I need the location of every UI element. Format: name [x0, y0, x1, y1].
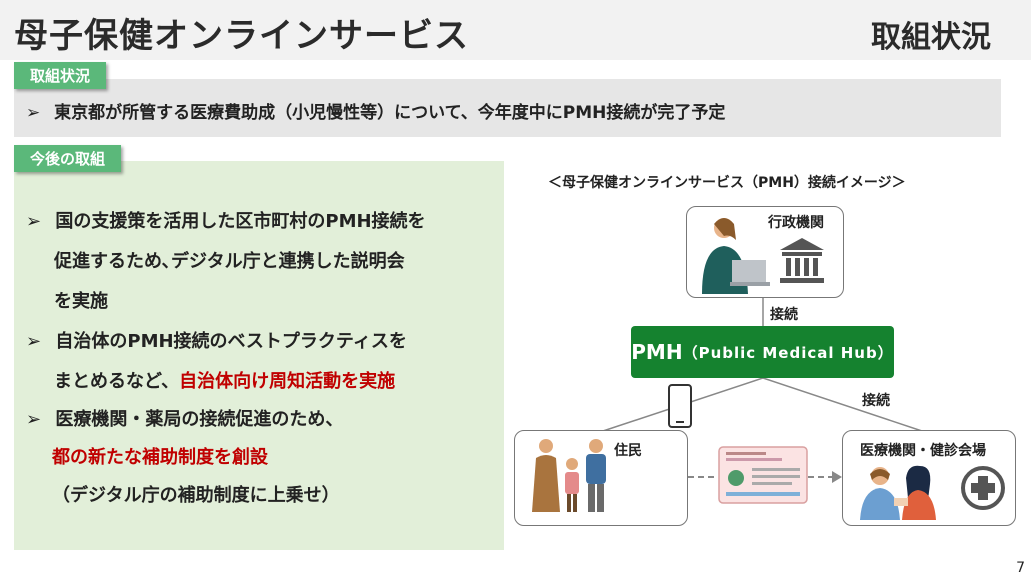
status-tag: 取組状況 — [14, 62, 107, 89]
smartphone-icon — [668, 384, 692, 428]
status-line: 東京都が所管する医療費助成（小児慢性等）について、今年度中にPMH接続が完了予定 — [54, 103, 726, 123]
government-building-icon — [780, 238, 824, 283]
future-item-2-line2: まとめるなど、自治体向け周知活動を実施 — [54, 362, 395, 402]
pmh-sub-label: （Public Medical Hub） — [682, 343, 894, 362]
family-icon — [532, 439, 606, 512]
diagram-title: ＜母子保健オンラインサービス（PMH）接続イメージ＞ — [548, 175, 906, 191]
person-with-laptop-icon — [702, 218, 770, 294]
connect-label-medical: 接続 — [862, 393, 890, 409]
future-item-2: ➢ 自治体のPMH接続のベストプラクティスを — [26, 322, 407, 362]
pmh-main-label: PMH — [631, 340, 683, 364]
future-item-3-highlight: 都の新たな補助制度を創設 — [52, 447, 268, 468]
future-item-2-highlight: 自治体向け周知活動を実施 — [179, 371, 396, 392]
future-item-1-line1: 国の支援策を活用した区市町村のPMH接続を — [55, 211, 426, 232]
admin-label: 行政機関 — [768, 215, 824, 231]
future-panel — [14, 161, 504, 550]
bullet-icon: ➢ — [26, 331, 42, 352]
medical-cross-icon — [961, 466, 1005, 510]
page-number: 7 — [1016, 560, 1025, 576]
resident-label: 住民 — [614, 443, 642, 459]
bullet-icon: ➢ — [26, 409, 42, 430]
my-number-card-icon — [718, 446, 808, 504]
future-item-2-line1: 自治体のPMH接続のベストプラクティスを — [55, 331, 407, 352]
future-item-1-line3: を実施 — [54, 291, 108, 312]
doctor-patient-icon — [860, 465, 936, 520]
bullet-icon: ➢ — [26, 211, 42, 232]
future-tag: 今後の取組 — [14, 145, 122, 172]
status-box — [14, 79, 1001, 137]
status-text: ➢ 東京都が所管する医療費助成（小児慢性等）について、今年度中にPMH接続が完了… — [26, 98, 725, 123]
connect-label-admin: 接続 — [770, 307, 798, 323]
header-bar — [0, 0, 1031, 60]
future-item-3: ➢ 医療機関・薬局の接続促進のため、 — [26, 400, 343, 440]
section-title: 取組状況 — [871, 20, 991, 55]
medical-label: 医療機関・健診会場 — [860, 443, 986, 459]
pmh-hub: PMH （Public Medical Hub） — [631, 326, 894, 378]
future-item-1-line2: 促進するため､デジタル庁と連携した説明会 — [54, 251, 405, 272]
future-item-1: ➢ 国の支援策を活用した区市町村のPMH接続を — [26, 202, 426, 242]
future-item-3-line3: （デジタル庁の補助制度に上乗せ） — [52, 485, 340, 506]
future-item-2-plain: まとめるなど、 — [54, 371, 180, 392]
page-title: 母子保健オンラインサービス — [14, 16, 469, 56]
bullet-icon: ➢ — [26, 103, 41, 123]
future-item-3-line1: 医療機関・薬局の接続促進のため、 — [55, 409, 344, 430]
